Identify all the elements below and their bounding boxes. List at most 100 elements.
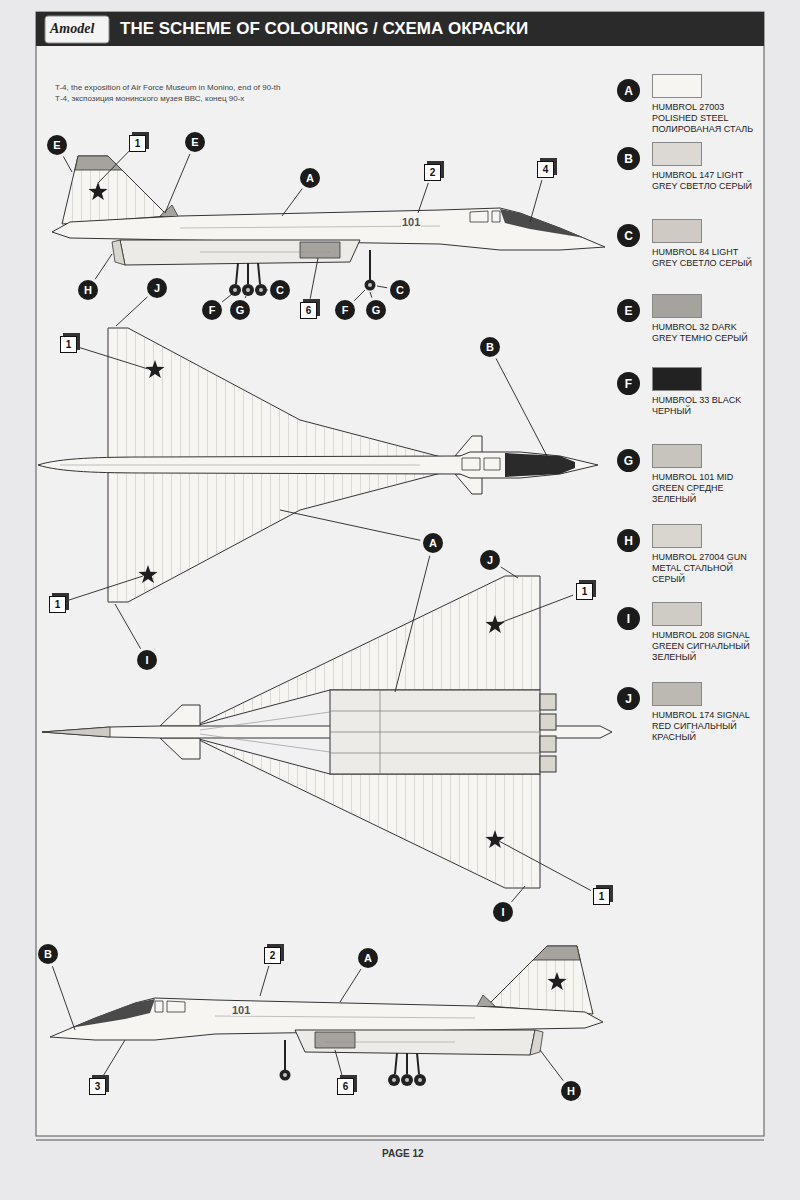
color-callout: I: [137, 650, 157, 670]
callout-text: 6: [343, 1082, 349, 1092]
leader-line: [501, 567, 518, 578]
color-callout: H: [561, 1081, 581, 1101]
callout-text: E: [624, 305, 632, 317]
callout-text: J: [154, 283, 160, 294]
decal-number: 6: [337, 1078, 354, 1095]
color-swatch: [652, 219, 702, 243]
decal-number: 1: [593, 888, 610, 905]
decal-number: 1: [60, 336, 77, 353]
callout-text: J: [625, 693, 632, 705]
color-callout: H: [78, 280, 98, 300]
legend-text: HUMBROL 33 BLACK ЧЕРНЫЙ: [652, 395, 764, 417]
color-callout: I: [617, 607, 640, 630]
leader-line: [116, 297, 148, 326]
page-number: PAGE 12: [382, 1148, 424, 1159]
callout-text: 4: [543, 165, 549, 175]
callout-text: I: [627, 613, 630, 625]
callout-text: B: [486, 342, 494, 353]
callout-text: C: [624, 230, 633, 242]
color-callout: C: [270, 280, 290, 300]
leader-line: [418, 183, 428, 213]
callout-text: H: [567, 1086, 575, 1097]
color-callout: F: [617, 372, 640, 395]
leader-line: [267, 290, 268, 291]
callout-text: F: [209, 305, 216, 316]
leader-line: [103, 1040, 125, 1076]
callout-text: A: [624, 85, 633, 97]
decal-number: 4: [537, 161, 554, 178]
leader-line: [377, 286, 387, 288]
callout-text: A: [306, 173, 314, 184]
callout-text: 1: [66, 340, 72, 350]
color-swatch: [652, 294, 702, 318]
leader-line: [497, 840, 591, 891]
color-swatch: [652, 524, 702, 548]
callout-text: G: [236, 305, 245, 316]
leader-line: [310, 258, 318, 299]
decal-number: 3: [89, 1078, 106, 1095]
title-text: THE SCHEME OF COLOURING / СХЕМА ОКРАСКИ: [120, 19, 528, 39]
color-callout: E: [185, 132, 205, 152]
color-swatch: [652, 367, 702, 391]
legend-text: HUMBROL 147 LIGHT GREY СВЕТЛО СЕРЫЙ: [652, 170, 764, 192]
leader-line: [79, 347, 148, 369]
callout-text: B: [44, 949, 52, 960]
legend-text: HUMBROL 27003 POLISHED STEEL ПОЛИРОВАНАЯ…: [652, 102, 764, 135]
callout-text: 2: [270, 951, 276, 961]
callout-text: J: [487, 555, 493, 566]
leader-line: [68, 576, 143, 600]
leader-line: [335, 1050, 342, 1075]
leader-line: [95, 254, 112, 279]
callout-text: F: [625, 378, 632, 390]
callout-text: A: [364, 953, 372, 964]
callout-text: C: [276, 285, 284, 296]
decal-number: 2: [424, 164, 441, 181]
leader-line: [354, 290, 365, 301]
callout-text: E: [53, 140, 60, 151]
subtitle: Т-4, экспозиция монинского музея ВВС, ко…: [55, 94, 244, 103]
legend-text: HUMBROL 208 SIGNAL GREEN СИГНАЛЬНЫЙ ЗЕЛЕ…: [652, 630, 764, 663]
callout-text: G: [372, 305, 381, 316]
leader-line: [98, 151, 129, 183]
board-number: 101: [231, 1004, 251, 1016]
color-swatch: [652, 74, 702, 98]
color-callout: A: [423, 533, 443, 553]
legend-text: HUMBROL 101 MID GREEN СРЕДНЕ ЗЕЛЕНЫЙ: [652, 472, 764, 505]
leader-line: [63, 156, 72, 172]
color-callout: B: [38, 944, 58, 964]
callout-text: 1: [135, 139, 141, 149]
callout-text: I: [145, 655, 148, 666]
callout-text: H: [84, 285, 92, 296]
leader-line: [511, 886, 525, 902]
callout-text: B: [624, 153, 633, 165]
leader-line: [245, 296, 247, 298]
color-callout: E: [617, 299, 640, 322]
color-callout: A: [300, 168, 320, 188]
leader-line: [115, 604, 141, 649]
color-callout: J: [617, 687, 640, 710]
color-swatch: [652, 142, 702, 166]
callout-text: 1: [582, 587, 588, 597]
color-swatch: [652, 602, 702, 626]
leader-line: [540, 1050, 563, 1081]
color-swatch: [652, 682, 702, 706]
callout-text: 1: [55, 600, 61, 610]
callout-text: 3: [95, 1082, 101, 1092]
decal-number: 1: [49, 596, 66, 613]
callout-text: C: [396, 285, 404, 296]
legend-text: HUMBROL 27004 GUN METAL СТАЛЬНОЙ СЕРЫЙ: [652, 552, 764, 585]
leader-line: [222, 294, 232, 302]
callout-text: G: [624, 455, 633, 467]
leader-line: [280, 510, 420, 540]
color-callout: G: [366, 300, 386, 320]
color-callout: J: [147, 278, 167, 298]
callout-text: 2: [430, 168, 436, 178]
callout-text: E: [191, 137, 198, 148]
color-callout: H: [617, 529, 640, 552]
subtitle: T-4, the exposition of Air Force Museum …: [55, 83, 280, 92]
decal-number: 6: [300, 302, 317, 319]
callout-text: F: [342, 305, 349, 316]
decal-number: 2: [264, 947, 281, 964]
legend-text: HUMBROL 32 DARK GREY ТЕМНО СЕРЫЙ: [652, 322, 764, 344]
color-callout: G: [230, 300, 250, 320]
